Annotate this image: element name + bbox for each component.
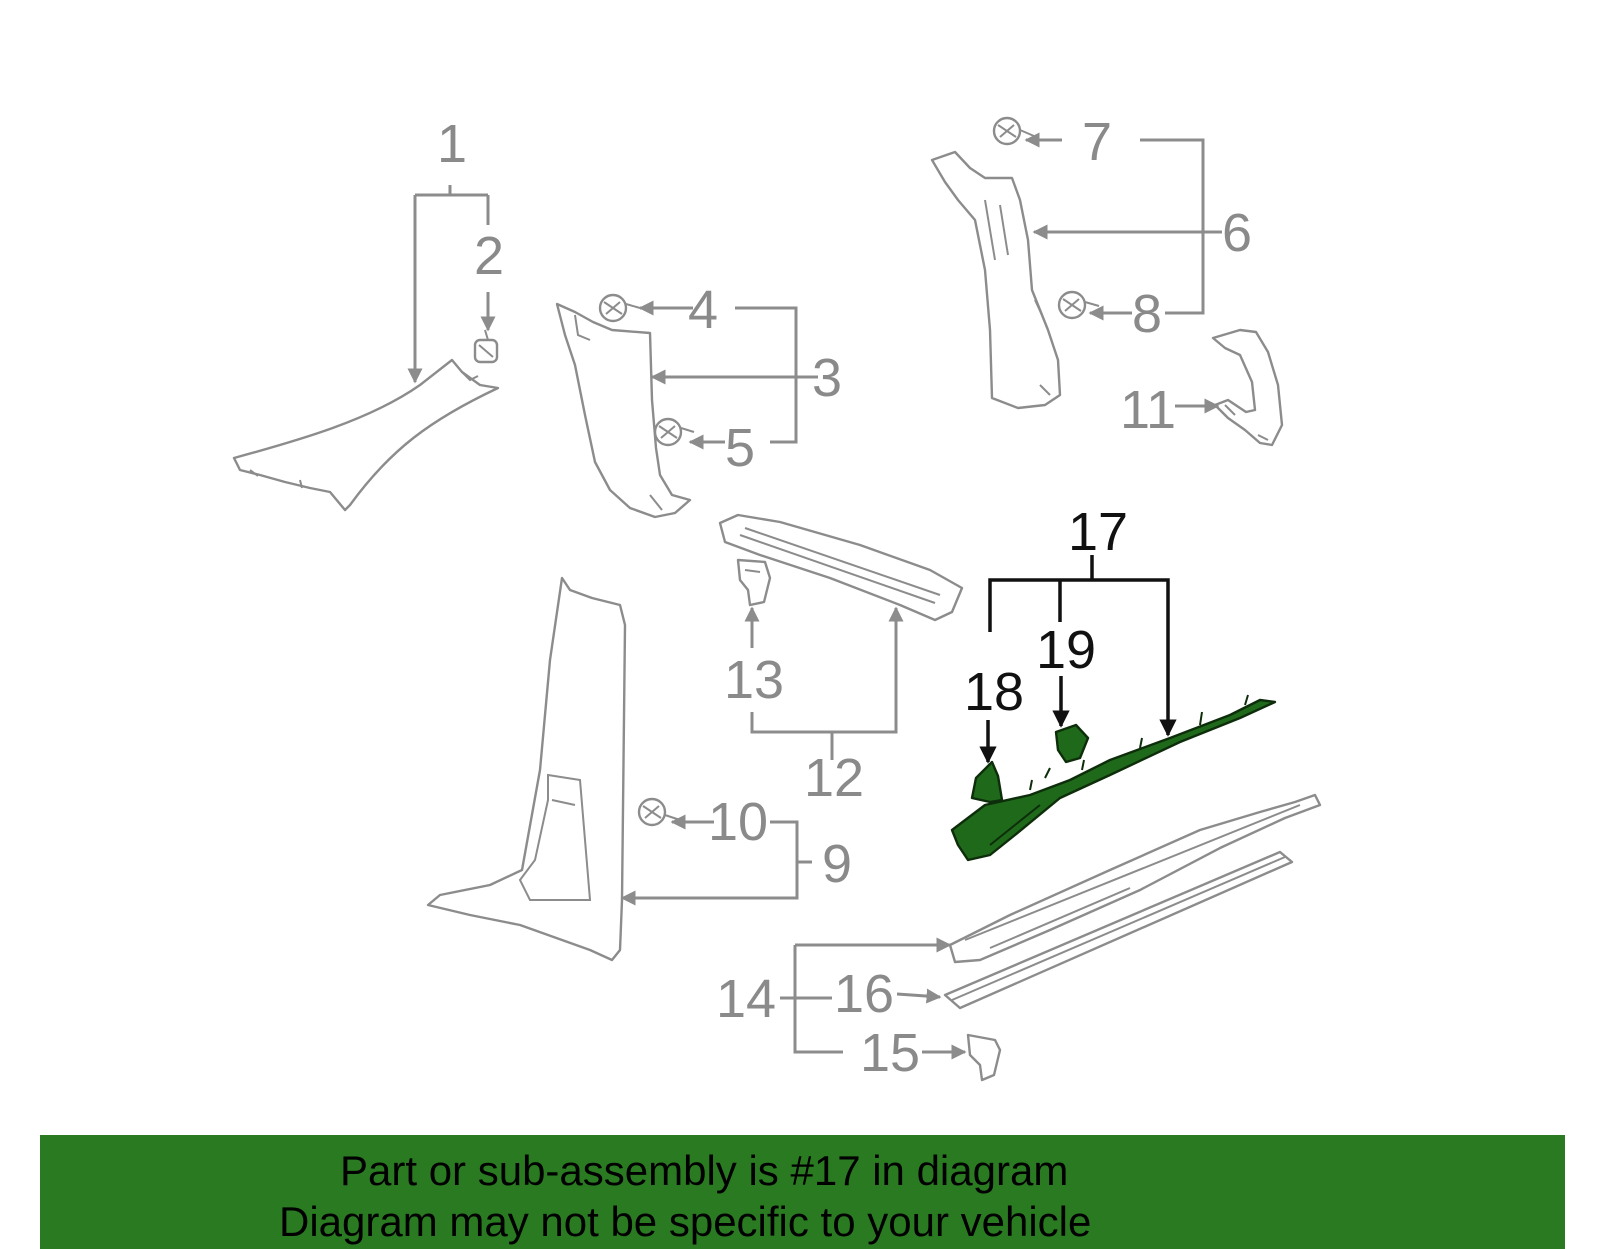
part-13-clip-icon (736, 558, 772, 607)
part-6-trim-panel (930, 150, 1062, 410)
part-19-clip-highlighted (1054, 723, 1090, 764)
callout-5: 5 (725, 418, 755, 478)
part-16-strip (943, 850, 1294, 1010)
callout-12: 12 (804, 748, 864, 808)
callout-9: 9 (822, 834, 852, 894)
part-14-sill-plate (948, 793, 1322, 964)
banner-line-part-number: Part or sub-assembly is #17 in diagram (340, 1147, 1069, 1194)
callout-4: 4 (688, 280, 718, 340)
callout-19: 19 (1036, 620, 1096, 680)
callout-18: 18 (964, 662, 1024, 722)
part-5-screw-icon (653, 417, 695, 447)
callout-13: 13 (724, 650, 784, 710)
part-17-sill-trim-highlighted (950, 694, 1277, 862)
callout-2: 2 (474, 226, 504, 286)
part-4-screw-icon (598, 293, 641, 323)
part-3-trim-panel (555, 302, 692, 519)
callout-3: 3 (812, 348, 842, 408)
callout-7: 7 (1082, 112, 1112, 172)
callout-14: 14 (716, 969, 776, 1029)
part-2-clip-icon (473, 329, 499, 364)
callout-11: 11 (1120, 380, 1176, 440)
part-18-clip-highlighted (970, 760, 1004, 804)
callout-8: 8 (1132, 284, 1162, 344)
part-8-screw-icon (1057, 290, 1100, 320)
part-15-clip-icon (966, 1033, 1002, 1082)
info-banner: Part or sub-assembly is #17 in diagram D… (40, 1135, 1565, 1249)
callout-1: 1 (437, 114, 467, 174)
part-9-trim-panel (426, 576, 627, 962)
part-1-trim-panel (232, 358, 500, 512)
callout-10: 10 (708, 792, 768, 852)
part-11-bracket (1211, 328, 1284, 447)
callout-15: 15 (860, 1023, 920, 1083)
banner-line-disclaimer: Diagram may not be specific to your vehi… (279, 1198, 1092, 1245)
callout-6: 6 (1222, 203, 1252, 263)
callout-17: 17 (1068, 502, 1128, 562)
callout-16: 16 (834, 964, 894, 1024)
part-12-scuff-plate (718, 513, 964, 622)
part-7-screw-icon (992, 116, 1035, 146)
